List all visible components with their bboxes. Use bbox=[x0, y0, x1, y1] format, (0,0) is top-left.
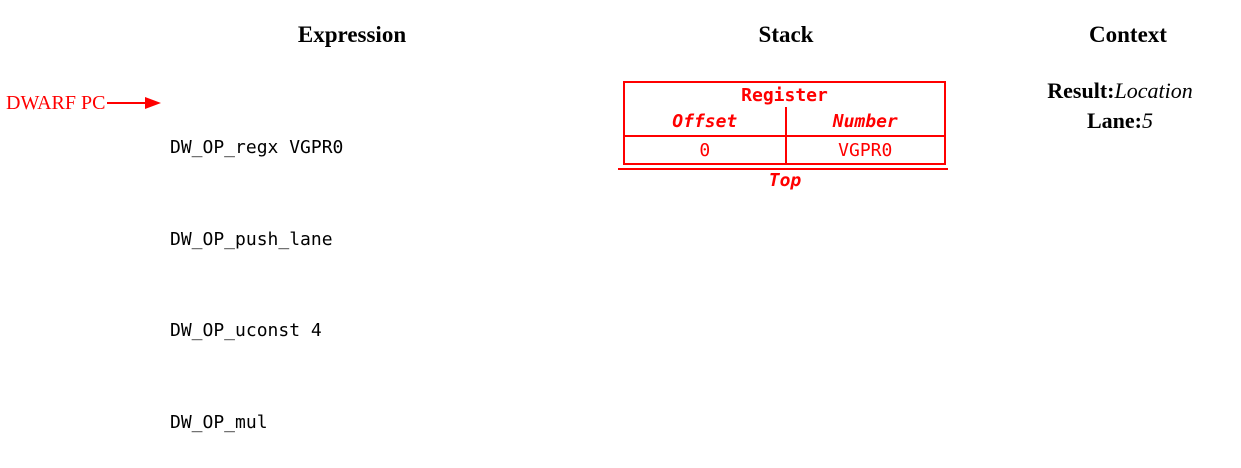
stack-top-line bbox=[618, 168, 948, 170]
dwarf-pc-label: DWARF PC bbox=[6, 92, 106, 114]
context-result-value: Location bbox=[1114, 78, 1193, 103]
dwarf-pc-marker: DWARF PC bbox=[6, 92, 162, 114]
context-lane-row: Lane:5 bbox=[1047, 106, 1192, 136]
context-lane-value: 5 bbox=[1141, 108, 1153, 133]
context-lane-key: Lane: bbox=[1086, 108, 1142, 133]
column-header-expression: Expression bbox=[297, 22, 407, 47]
column-header-stack: Stack bbox=[758, 22, 814, 47]
expression-op: DW_OP_regx VGPR0 bbox=[170, 137, 344, 158]
stack-col-header-offset: Offset bbox=[672, 110, 738, 132]
stack-value-number: VGPR0 bbox=[784, 135, 944, 163]
stack-entry-grid: Offset Number 0 VGPR0 bbox=[625, 107, 944, 163]
dwarf-pc-arrow-line bbox=[107, 102, 146, 104]
expression-op-list: DW_OP_regx VGPR0 DW_OP_push_lane DW_OP_u… bbox=[170, 72, 343, 468]
expression-op: DW_OP_push_lane bbox=[170, 228, 333, 250]
expression-op: DW_OP_uconst 4 bbox=[170, 320, 322, 341]
stack-entry-table: Register Offset Number 0 VGPR0 bbox=[623, 81, 946, 165]
expression-op: DW_OP_mul bbox=[170, 411, 268, 433]
context-block: Result:Location Lane:5 bbox=[1047, 76, 1192, 136]
dwarf-pc-arrow-icon bbox=[145, 97, 162, 109]
column-header-context: Context bbox=[1089, 22, 1167, 47]
context-result-row: Result:Location bbox=[1047, 76, 1192, 106]
context-result-key: Result: bbox=[1047, 78, 1115, 103]
stack-col-header-number: Number bbox=[784, 107, 945, 135]
stack-top-label: Top bbox=[768, 170, 802, 191]
stack-entry-type: Register bbox=[741, 84, 828, 106]
stack-value-offset: 0 bbox=[625, 135, 785, 163]
